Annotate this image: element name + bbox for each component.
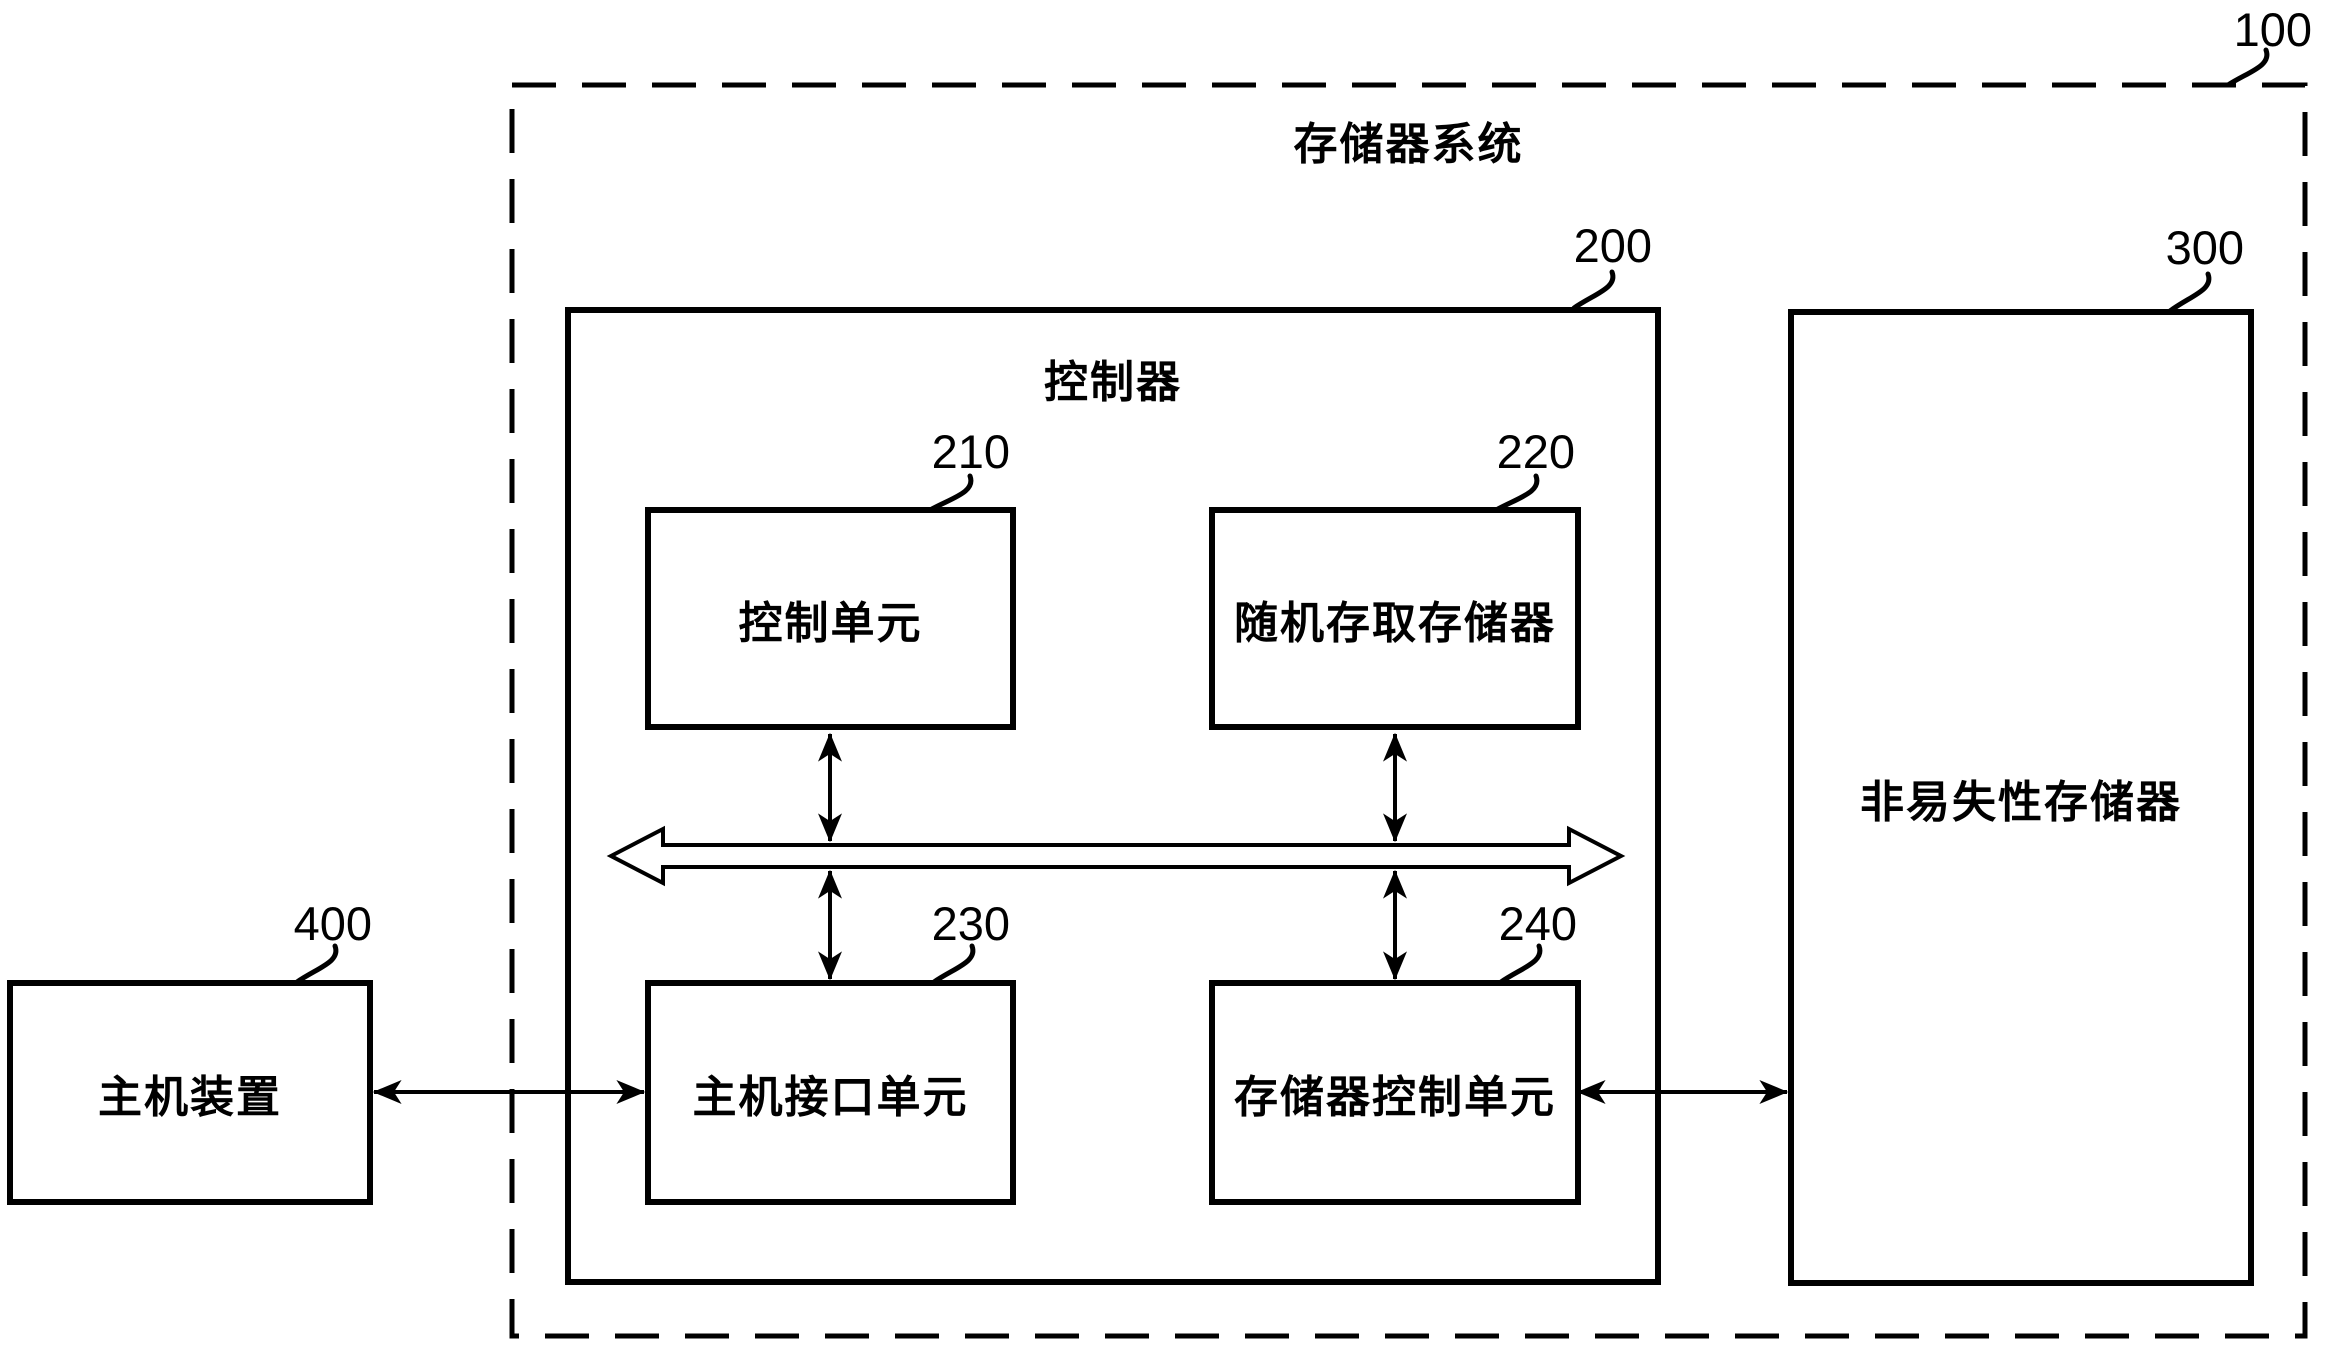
ref-leader-300 bbox=[2167, 271, 2212, 314]
host-interface-unit-label: 主机接口单元 bbox=[692, 1072, 969, 1122]
host-device-label: 主机装置 bbox=[98, 1072, 282, 1122]
ref-220: 220 bbox=[1496, 425, 1575, 478]
host-interface-unit-box bbox=[645, 980, 1016, 1205]
ref-400: 400 bbox=[293, 897, 372, 950]
ref-100: 100 bbox=[2233, 3, 2312, 56]
ref-leader-220 bbox=[1495, 473, 1540, 512]
memory-system-boundary bbox=[509, 82, 2308, 1339]
ref-240: 240 bbox=[1498, 897, 1577, 950]
ref-200: 200 bbox=[1573, 219, 1652, 272]
nonvolatile-memory-box bbox=[1788, 309, 2254, 1286]
memory-control-unit-label: 存储器控制单元 bbox=[1234, 1072, 1556, 1122]
control-unit-label: 控制单元 bbox=[738, 598, 923, 648]
memory-system-title: 存储器系统 bbox=[1293, 120, 1524, 169]
ref-leader-200 bbox=[1571, 269, 1616, 311]
control-unit-box bbox=[645, 507, 1016, 730]
ref-leader-240 bbox=[1498, 943, 1543, 985]
ref-230: 230 bbox=[931, 897, 1010, 950]
controller-label: 控制器 bbox=[1044, 358, 1182, 407]
ref-leader-100 bbox=[2225, 47, 2270, 88]
ram-box bbox=[1209, 507, 1581, 730]
ref-leader-230 bbox=[931, 943, 976, 985]
ref-300: 300 bbox=[2165, 221, 2244, 274]
nonvolatile-memory-label: 非易失性存储器 bbox=[1860, 777, 2182, 827]
ref-210: 210 bbox=[931, 425, 1010, 478]
ram-label: 随机存取存储器 bbox=[1234, 598, 1556, 648]
internal-bus-arrow bbox=[606, 825, 1626, 887]
ref-leader-210 bbox=[929, 473, 974, 512]
host-device-box bbox=[7, 980, 373, 1205]
controller-box bbox=[565, 307, 1661, 1285]
ref-leader-400 bbox=[294, 943, 339, 985]
